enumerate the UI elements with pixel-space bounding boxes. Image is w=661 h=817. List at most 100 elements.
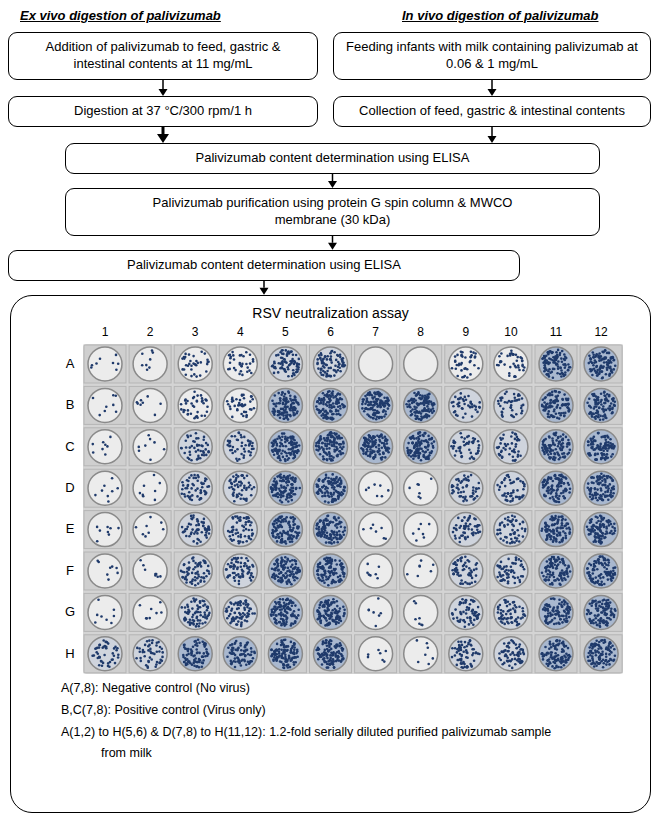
- plaque-dot: [290, 403, 293, 406]
- plaque-dot: [242, 415, 245, 418]
- plaque-dot: [277, 410, 280, 413]
- plaque-dot: [605, 361, 608, 364]
- plaque-dot: [207, 360, 210, 363]
- plaque-dot: [366, 399, 369, 402]
- plaque-dot: [458, 402, 461, 405]
- plaque-dot: [319, 357, 322, 360]
- plaque-dot: [516, 359, 519, 362]
- plaque-dot: [183, 368, 186, 371]
- plaque-dot: [281, 449, 284, 452]
- plaque-dot: [326, 404, 329, 407]
- plaque-dot: [332, 456, 335, 459]
- plaque-dot: [542, 357, 545, 360]
- plaque-dot: [294, 442, 297, 445]
- plaque-dot: [248, 369, 251, 372]
- plaque-dot: [272, 402, 275, 405]
- plaque-dot: [273, 410, 276, 413]
- arrowhead: [488, 89, 497, 96]
- plaque-dot: [461, 376, 464, 379]
- plaque-dot: [190, 364, 193, 367]
- plaque-dot: [330, 366, 333, 369]
- plaque-dot: [320, 354, 323, 357]
- plaque-dot: [141, 352, 144, 355]
- process-box: Palivizumab purification using protein G…: [65, 188, 600, 236]
- plaque-dot: [588, 354, 591, 357]
- process-box: Feeding infants with milk containing pal…: [333, 32, 651, 80]
- plaque-dot: [517, 364, 520, 367]
- plaque-dot: [564, 359, 567, 362]
- plaque-dot: [555, 351, 558, 354]
- plaque-dot: [509, 366, 512, 369]
- plaque-dot: [564, 411, 567, 414]
- arrowhead: [157, 134, 169, 143]
- plaque-dot: [243, 404, 246, 407]
- plaque-dot: [380, 399, 383, 402]
- plaque-dot: [591, 412, 594, 415]
- plaque-dot: [601, 376, 604, 379]
- plaque-dot: [365, 407, 368, 410]
- plaque-dot: [284, 408, 287, 411]
- plaque-dot: [190, 459, 193, 462]
- plaque-dot: [372, 450, 375, 453]
- plaque-dot: [240, 434, 243, 437]
- plaque-dot: [234, 435, 237, 438]
- plaque-dot: [382, 452, 385, 455]
- plaque-dot: [196, 457, 199, 460]
- plaque-dot: [241, 441, 244, 444]
- plaque-dot: [251, 445, 254, 448]
- plaque-dot: [285, 370, 288, 373]
- plaque-dot: [496, 364, 499, 367]
- plaque-dot: [323, 410, 326, 413]
- plaque-dot: [285, 414, 288, 417]
- plaque-dot: [233, 367, 236, 370]
- plaque-dot: [614, 364, 617, 367]
- plaque-dot: [599, 418, 602, 421]
- plaque-dot: [418, 456, 421, 459]
- plaque-dot: [454, 395, 457, 398]
- plaque-dot: [596, 397, 599, 400]
- plaque-dot: [227, 439, 230, 442]
- plaque-dot: [518, 369, 521, 372]
- plaque-dot: [429, 451, 432, 454]
- plaque-dot: [368, 393, 371, 396]
- plaque-dot: [386, 442, 389, 445]
- plaque-dot: [504, 392, 507, 395]
- plaque-dot: [420, 402, 423, 405]
- plaque-dot: [232, 399, 235, 402]
- plaque-dot: [296, 370, 299, 373]
- plaque-dot: [322, 408, 325, 411]
- plaque-dot: [185, 402, 188, 405]
- plaque-dot: [318, 442, 321, 445]
- plaque-dot: [460, 396, 463, 399]
- plaque-dot: [188, 458, 191, 461]
- plaque-dot: [413, 411, 416, 414]
- plaque-dot: [510, 414, 513, 417]
- plaque-dot: [600, 400, 603, 403]
- plaque-dot: [292, 353, 295, 356]
- plaque-dot: [236, 459, 239, 462]
- plaque-dot: [226, 400, 229, 403]
- connector-arrow: [328, 174, 337, 188]
- plaque-dot: [409, 449, 412, 452]
- plaque-dot: [520, 412, 523, 415]
- plaque-dot: [373, 435, 376, 438]
- plaque-dot: [279, 402, 282, 405]
- plaque-dot: [323, 397, 326, 400]
- plaque-dot: [388, 447, 391, 450]
- plaque-dot: [200, 350, 203, 353]
- plaque-dot: [279, 445, 282, 448]
- plaque-dot: [469, 401, 472, 404]
- plaque-dot: [205, 399, 208, 402]
- plaque-dot: [115, 410, 118, 413]
- plaque-dot: [330, 361, 333, 364]
- plaque-dot: [335, 371, 338, 374]
- plaque-dot: [274, 440, 277, 443]
- arrowhead: [488, 136, 497, 143]
- plaque-dot: [417, 411, 420, 414]
- plaque-dot: [190, 375, 193, 378]
- plaque-dot: [461, 355, 464, 358]
- plaque-dot: [283, 358, 286, 361]
- plaque-dot: [242, 393, 245, 396]
- process-box: Collection of feed, gastric & intestinal…: [333, 96, 651, 127]
- plaque-dot: [420, 439, 423, 442]
